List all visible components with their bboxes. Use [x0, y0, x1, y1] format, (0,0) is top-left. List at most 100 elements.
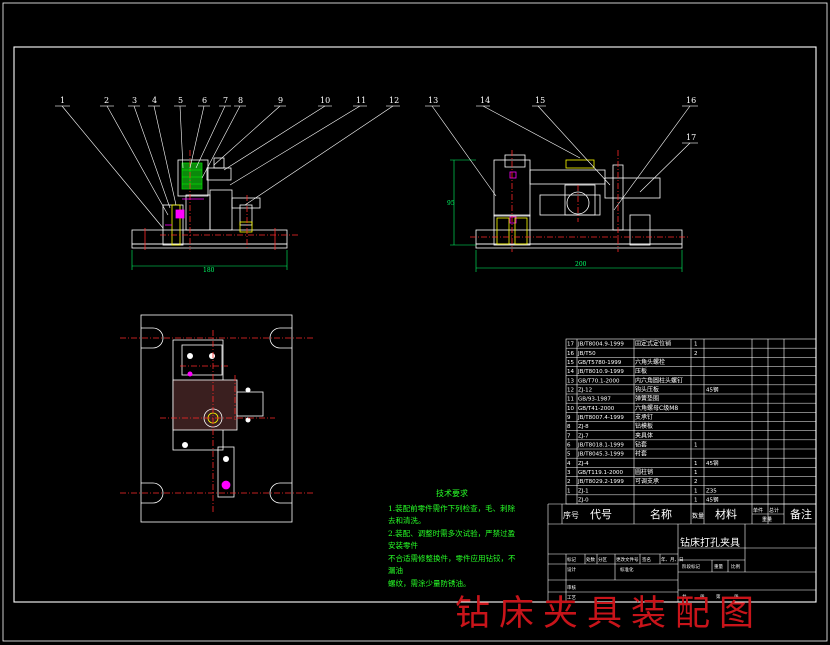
bom-cell-no: 6: [567, 443, 571, 449]
bom-header-code: 代号: [590, 508, 612, 521]
bom-cell-code: ZJ-0: [578, 498, 589, 504]
tb-label-4: 签名: [642, 556, 651, 563]
tb-label-0: 标记: [567, 556, 576, 563]
bom-cell-no: 8: [567, 424, 571, 430]
bom-cell-code: GB/T119.1-2000: [578, 470, 623, 476]
requirement-line: 1.装配前零件需作下列检查，毛、刺除去和清洗。: [388, 503, 516, 526]
side-view: [425, 105, 698, 272]
tb-sheet-2: 第: [716, 593, 721, 600]
balloon-10: 10: [320, 96, 330, 105]
part-name: 钻床打孔夹具: [680, 536, 740, 549]
bom-cell-code: ZJ-7: [578, 433, 589, 439]
technical-requirements: 技术要求 1.装配前零件需作下列检查，毛、刺除去和清洗。 2.装配、调整时需多次…: [388, 488, 516, 590]
bom-cell-name: 钻套: [635, 441, 647, 449]
bom-cell-qty: 1: [694, 498, 698, 504]
tb-stage: 阶段标记: [682, 563, 700, 570]
balloon-2: 2: [104, 96, 109, 105]
requirement-line: 2.装配、调整时需多次试验，严禁过盈安装零件: [388, 528, 516, 551]
tb-process: 工艺: [567, 595, 576, 601]
balloon-14: 14: [480, 96, 490, 105]
bom-cell-name: 钻模板: [635, 422, 653, 430]
bom-cell-qty: 2: [694, 479, 698, 485]
bom-header-note: 备注: [790, 507, 812, 521]
bom-cell-no: 17: [567, 342, 574, 348]
requirement-line: 不合适需修整换件，零件应用钻铰，不漏油: [388, 553, 516, 576]
balloon-3: 3: [132, 96, 137, 105]
tb-sheet-1: 张: [700, 593, 705, 600]
bom-cell-code: JB/T50: [577, 351, 596, 357]
bom-cell-code: JB/T8045.3-1999: [577, 452, 624, 458]
bom-cell-name: 内六角圆柱头螺钉: [635, 376, 683, 384]
bom-cell-no: 9: [567, 415, 571, 421]
bom-cell-name: 支承钉: [635, 413, 653, 421]
tb-label-5: 年、月、日: [661, 556, 684, 563]
balloon-9: 9: [278, 96, 283, 105]
bom-cell-code: ZJ-4: [578, 461, 589, 467]
tb-label-2: 分区: [598, 556, 607, 563]
bom-header-no: 序号: [563, 510, 579, 520]
bom-cell-code: JB/T8018.1-1999: [577, 443, 624, 449]
dim-side-width: 200: [575, 261, 587, 268]
tb-weight: 重量: [714, 563, 723, 570]
bom-cell-name: 可调支承: [635, 477, 659, 485]
tb-sheet-0: 共: [682, 593, 687, 600]
bom-cell-code: GB/T70.1-2000: [578, 378, 620, 384]
bom-cell-code: JB/T8007.4-1999: [577, 415, 624, 421]
bom-cell-name: 六角螺母C级M8: [635, 404, 678, 412]
bom-cell-name: 夹具体: [635, 431, 653, 439]
bom-cell-no: 16: [567, 351, 574, 357]
dim-side-height: 95: [447, 200, 455, 207]
bom-cell-no: 5: [567, 452, 571, 458]
balloon-17: 17: [686, 133, 696, 142]
bom-cell-qty: 1: [694, 461, 698, 467]
bom-header-name: 名称: [650, 507, 672, 521]
bom-cell-no: 7: [567, 433, 571, 439]
inner-border: [13, 46, 817, 603]
bom-cell-code: ZJ-8: [578, 424, 589, 430]
tb-label-1: 处数: [586, 556, 595, 563]
balloon-6: 6: [202, 96, 207, 105]
bom-cell-code: JB/T8004.9-1999: [577, 342, 624, 348]
balloon-16: 16: [686, 96, 696, 105]
top-view: [120, 314, 315, 523]
bom-cell-mat: 45钢: [706, 386, 719, 394]
bom-cell-qty: 1: [694, 488, 698, 494]
balloon-11: 11: [356, 96, 366, 105]
bom-cell-name: 固定式定位销: [635, 340, 671, 348]
bom-cell-no: 3: [567, 470, 571, 476]
bom-cell-no: 15: [567, 360, 574, 366]
tb-design: 设计: [567, 566, 576, 573]
bom-cell-no: 1: [567, 488, 571, 494]
balloon-15: 15: [535, 96, 545, 105]
bom-cell-no: 10: [567, 406, 574, 412]
bom-cell-qty: 1: [694, 342, 698, 348]
tb-scale: 比例: [731, 563, 740, 570]
bom-header-single: 单件: [753, 507, 763, 514]
tb-sheet-3: 张: [734, 593, 739, 600]
bom-cell-no: 13: [567, 378, 574, 384]
bom-cell-no: 12: [567, 388, 574, 394]
balloon-5: 5: [178, 96, 183, 105]
balloon-7: 7: [223, 96, 228, 105]
bom-cell-no: 4: [567, 461, 571, 467]
balloon-1: 1: [60, 96, 65, 105]
bom-cell-code: JB/T8010.9-1999: [577, 369, 624, 375]
bom-header-total: 总计: [769, 507, 779, 514]
bom-header-qty: 数量: [692, 512, 704, 520]
bom-header-weight: 重量: [762, 516, 772, 523]
bom-cell-qty: 2: [694, 351, 698, 357]
balloon-8: 8: [238, 96, 243, 105]
tb-audit: 审核: [567, 584, 576, 591]
bom-cell-name: 压板: [635, 367, 647, 375]
requirements-title: 技术要求: [436, 489, 468, 498]
bom-cell-no: 2: [567, 479, 571, 485]
bom-cell-code: GB/93-1987: [578, 397, 611, 403]
bom-cell-code: GB/T5780-1999: [578, 360, 622, 366]
bom-cell-no: 11: [567, 397, 574, 403]
requirement-line: 螺纹，需涂少量防锈油。: [388, 578, 471, 588]
bom-cell-qty: 1: [694, 470, 698, 476]
balloon-12: 12: [389, 96, 399, 105]
tb-label-3: 更改文件号: [616, 556, 639, 563]
